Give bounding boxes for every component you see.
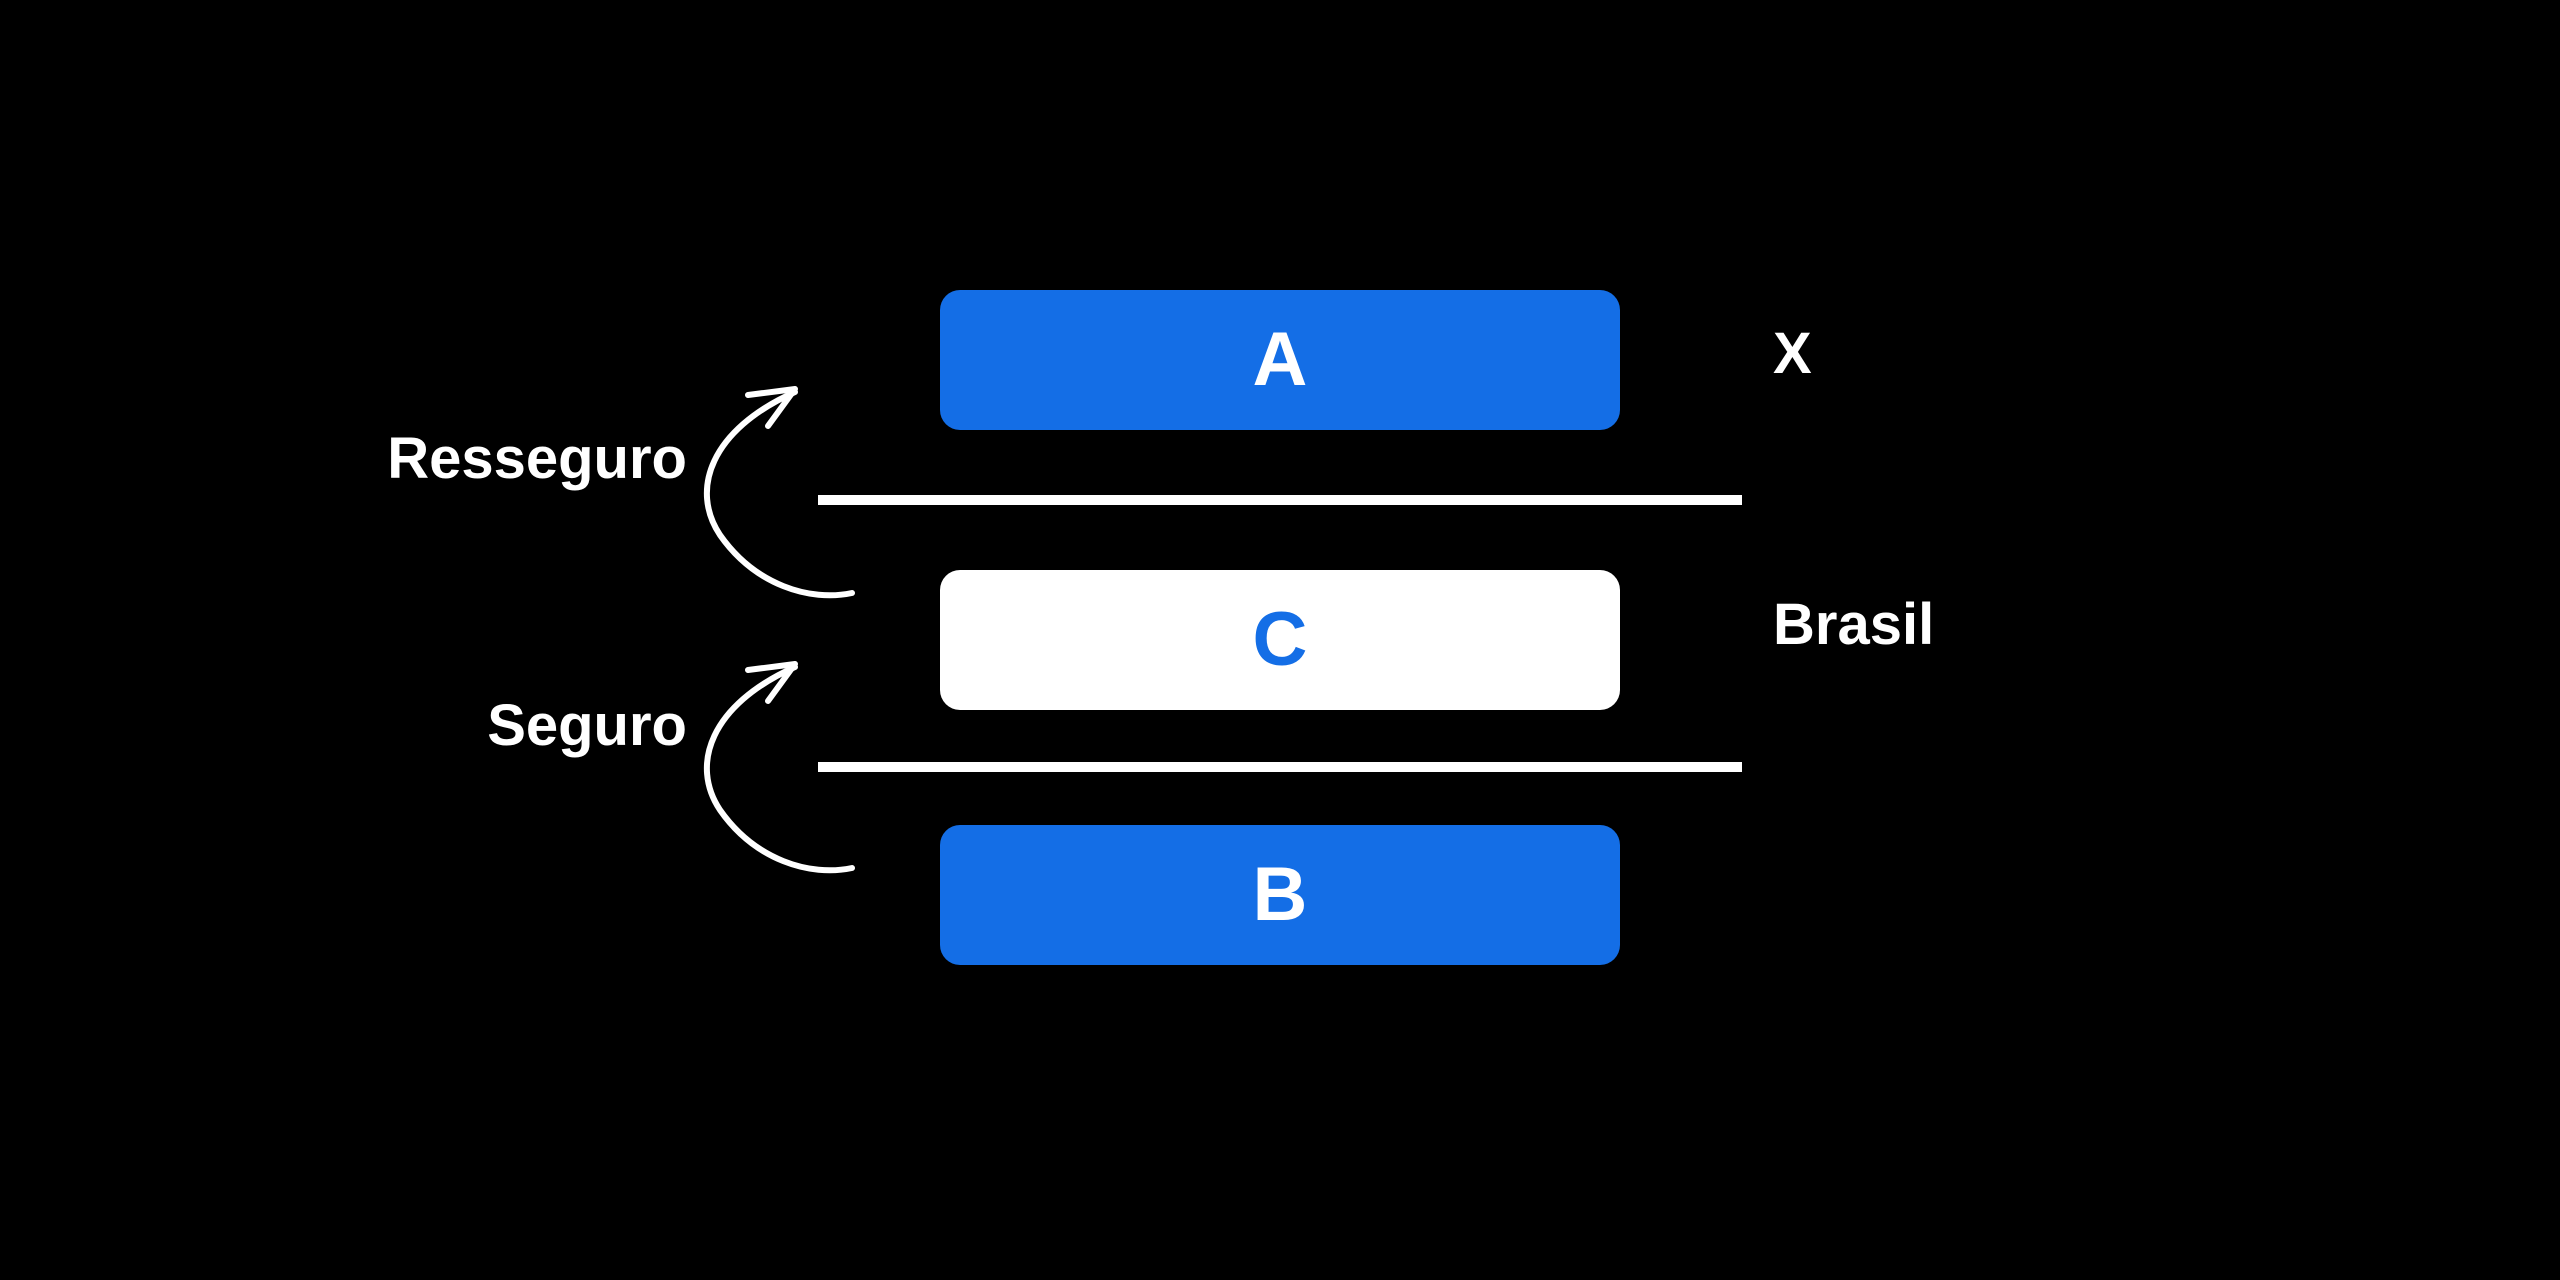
box-c-label: C bbox=[1252, 597, 1308, 682]
divider-bottom bbox=[818, 762, 1742, 772]
box-b-label: B bbox=[1252, 852, 1308, 937]
box-a-label: A bbox=[1252, 317, 1308, 402]
brasil-label: Brasil bbox=[1773, 592, 1935, 657]
resseguro-label: Resseguro bbox=[387, 426, 687, 491]
curved-arrow-up-icon bbox=[703, 386, 855, 599]
box-a: A bbox=[940, 290, 1620, 430]
box-b: B bbox=[940, 825, 1620, 965]
seguro-label: Seguro bbox=[487, 693, 687, 758]
x-label: X bbox=[1773, 321, 1812, 386]
curved-arrow-up-icon bbox=[703, 661, 855, 874]
divider-top bbox=[818, 495, 1742, 505]
box-c: C bbox=[940, 570, 1620, 710]
